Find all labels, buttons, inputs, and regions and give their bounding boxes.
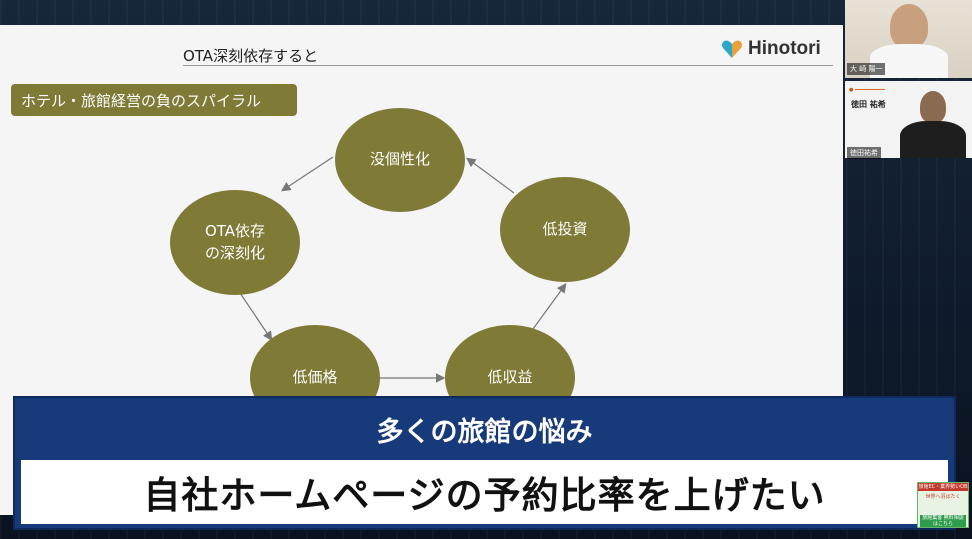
heart-logo-icon: [722, 40, 742, 58]
mini-banner-text: ● ━━━━━━━━━━: [849, 87, 886, 93]
node-ota-line1: OTA依存: [204, 221, 266, 240]
logo-text: Hinotori: [748, 38, 821, 59]
cta-bottom-text: 旅館集客 無料相談はこちら: [920, 515, 966, 527]
node-low-investment: 低投資: [500, 177, 630, 282]
arrow-n2-to-n1: [466, 157, 515, 194]
caption-banner: 多くの旅館の悩み 自社ホームページの予約比率を上げたい: [13, 396, 956, 530]
participant-2-face: [920, 91, 946, 123]
participant-1-face: [890, 4, 928, 48]
video-tile-participant-1[interactable]: 大 崎 陽一: [845, 0, 972, 78]
participant-2-name-tag: 徳田祐希: [847, 147, 881, 159]
consultation-cta[interactable]: 旅館EC・業界勢いOB 世界へ羽ばたく 旅館集客 無料相談はこちら: [917, 482, 969, 528]
banner-heading: 多くの旅館の悩み: [376, 416, 593, 448]
cta-mid-text: 世界へ羽ばたく: [925, 494, 961, 500]
cta-top-text: 旅館EC・業界勢いOB: [918, 483, 968, 491]
banner-body: 自社ホームページの予約比率を上げたい: [21, 460, 948, 524]
hinotori-logo: Hinotori: [721, 38, 821, 60]
spiral-label: ホテル・旅館経営の負のスパイラル: [11, 84, 297, 116]
video-tile-participant-2[interactable]: ● ━━━━━━━━━━ 徳田 祐希 徳田祐希: [845, 81, 972, 159]
arrow-n3-to-n2: [532, 283, 567, 330]
slide-title: OTA深刻依存すると: [183, 47, 319, 65]
node-ota-line2: の深刻化: [204, 243, 265, 262]
arrow-n5-to-n4: [235, 286, 273, 341]
node-ota-dependence: OTA依存 の深刻化: [170, 190, 300, 295]
node-individuality-loss: 没個性化: [335, 108, 465, 212]
title-divider: [183, 65, 833, 66]
participant-1-name-tag: 大 崎 陽一: [847, 63, 886, 75]
participant-2-name: 徳田 祐希: [851, 100, 886, 109]
arrow-n1-to-n5: [280, 156, 334, 192]
cycle-arrows: [235, 156, 567, 383]
participant-2-body: [900, 121, 966, 158]
